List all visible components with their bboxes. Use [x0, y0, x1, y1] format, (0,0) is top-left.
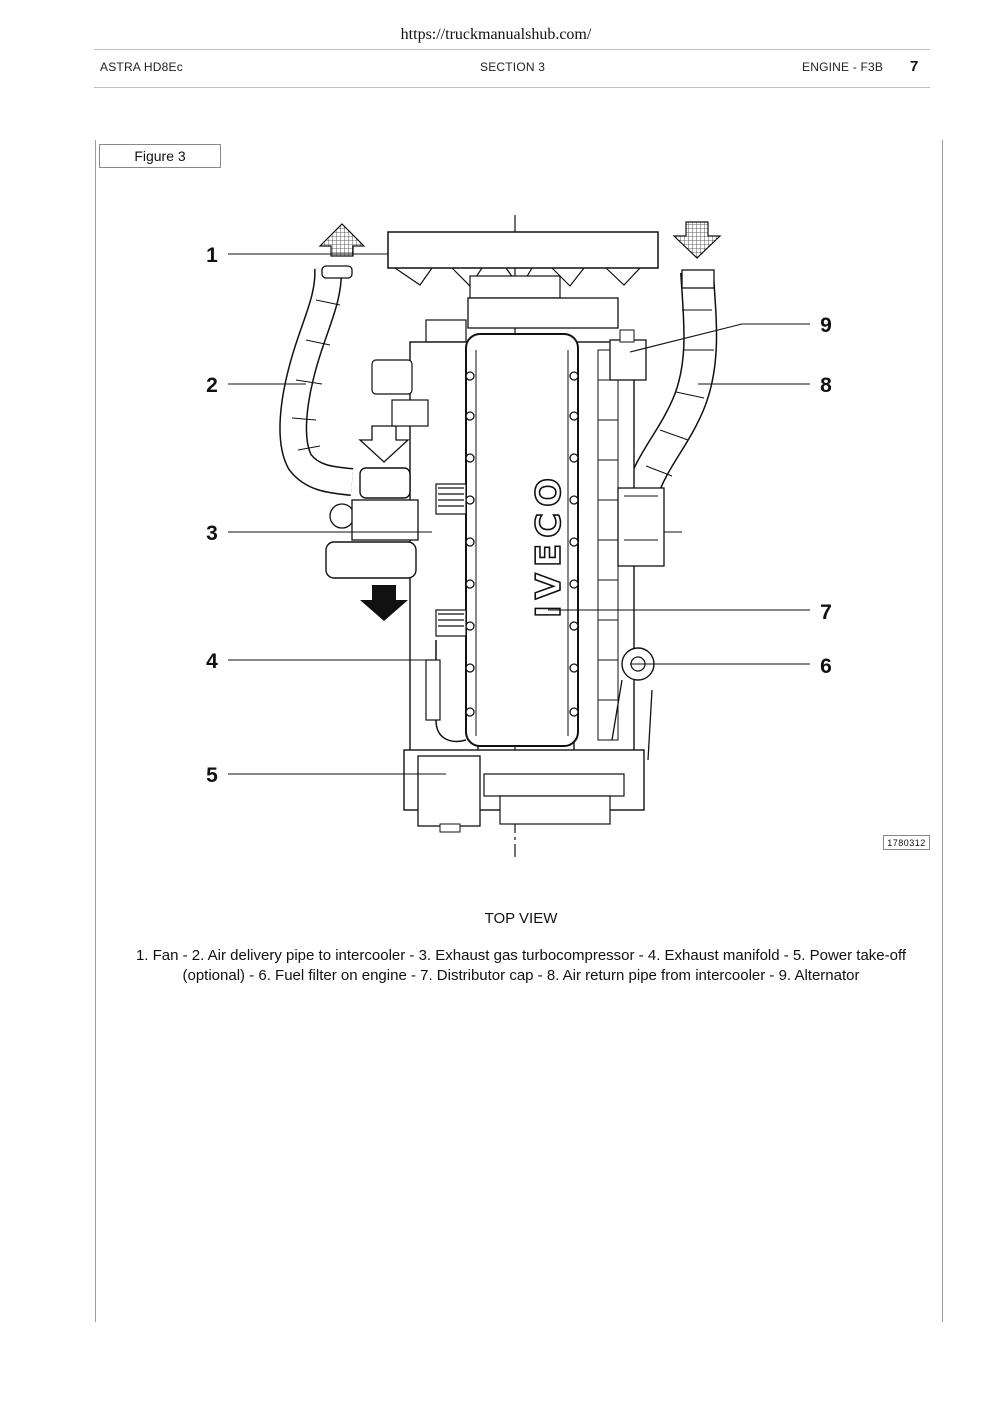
section-label: SECTION 3 — [480, 60, 546, 74]
engine-brand-lettering: IVECO — [529, 472, 569, 618]
power-take-off — [403, 749, 645, 833]
intercooler-bracket — [617, 487, 665, 567]
callout-2: 2 — [206, 374, 218, 397]
figure-caption: 1. Fan - 2. Air delivery pipe to interco… — [135, 947, 907, 984]
figure-reference-code: 1780312 — [883, 835, 930, 850]
callout-3: 3 — [206, 522, 218, 545]
engine-block — [409, 297, 635, 753]
air-return-pipe — [625, 269, 718, 498]
exhaust-in-arrow — [358, 425, 410, 463]
air-delivery-pipe — [279, 265, 354, 496]
leader-lines — [228, 253, 810, 775]
callout-1: 1 — [206, 244, 218, 267]
fan — [387, 231, 659, 299]
view-title: TOP VIEW — [484, 910, 558, 927]
manual-title: ASTRA HD8Ec — [100, 60, 183, 74]
chapter-label: ENGINE - F3B — [802, 60, 884, 74]
turbocompressor — [325, 359, 429, 579]
callout-6: 6 — [820, 655, 832, 678]
figure-frame-right — [942, 140, 943, 1322]
figure-frame-left — [95, 140, 96, 1322]
figure-label: Figure 3 — [99, 144, 221, 168]
source-url[interactable]: https://truckmanualshub.com/ — [400, 26, 592, 43]
callout-9: 9 — [820, 314, 832, 337]
air-out-arrow — [318, 223, 366, 257]
air-in-arrow — [672, 221, 722, 259]
callout-4: 4 — [206, 650, 218, 673]
exhaust-out-arrow — [360, 585, 408, 621]
callout-8: 8 — [820, 374, 832, 397]
alternator — [609, 329, 647, 381]
callout-7: 7 — [820, 601, 832, 624]
header-top-rule — [94, 49, 930, 50]
callout-5: 5 — [206, 764, 218, 787]
header-bottom-rule — [94, 87, 930, 88]
page-number: 7 — [910, 58, 919, 75]
